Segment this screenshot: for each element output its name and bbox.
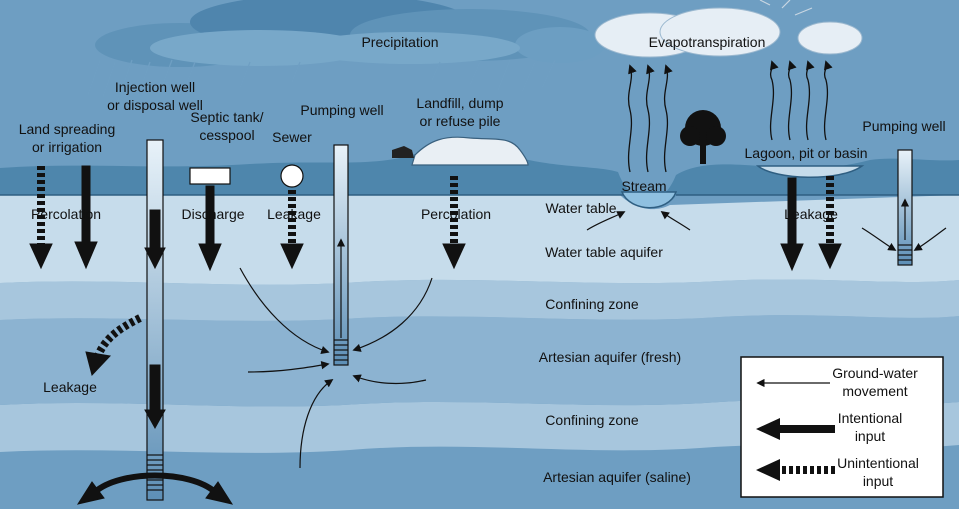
sewer-label: Sewer <box>272 129 312 145</box>
confining-zone-1-layer <box>0 279 959 321</box>
legend-groundwater-line1: Ground-water <box>832 365 918 381</box>
intentional-arrows <box>74 165 804 505</box>
leakage-injection-label: Leakage <box>43 379 97 395</box>
evapotranspiration-label: Evapotranspiration <box>649 34 766 50</box>
land-spreading-label-line1: Land spreading <box>19 121 116 137</box>
injection-arrow-upper <box>144 209 166 270</box>
landfill-mound <box>411 136 529 166</box>
discharge-label: Discharge <box>181 206 244 222</box>
rain-cloud <box>95 0 605 67</box>
precipitation-label: Precipitation <box>361 34 438 50</box>
leakage-lagoon-label: Leakage <box>784 206 838 222</box>
stream <box>620 191 678 209</box>
confining-zone-1-label: Confining zone <box>545 296 639 312</box>
injection-well-casing <box>146 139 164 501</box>
artesian-fresh-layer <box>0 315 959 407</box>
septic-tank-icon <box>189 167 231 185</box>
pumping-well-left-label: Pumping well <box>300 102 383 118</box>
legend-unintentional-line2: input <box>863 473 893 489</box>
legend-intentional-line1: Intentional <box>838 410 903 426</box>
legend-intentional-line2: input <box>855 428 885 444</box>
injection-arrow-lower <box>144 364 166 430</box>
septic-tank-label-line2: cesspool <box>199 127 254 143</box>
lagoon-label: Lagoon, pit or basin <box>745 145 868 161</box>
tree-icon <box>680 110 726 164</box>
injection-outflow-arc <box>93 472 217 495</box>
legend: Ground-water movement Intentional input … <box>740 356 944 498</box>
legend-unintentional-head <box>756 459 780 481</box>
stream-label: Stream <box>621 178 666 194</box>
artesian-fresh-label: Artesian aquifer (fresh) <box>539 349 681 365</box>
injection-well-label-line2: or disposal well <box>107 97 203 113</box>
artesian-saline-label: Artesian aquifer (saline) <box>543 469 691 485</box>
evapotranspiration-arrows <box>627 60 833 173</box>
labels: Precipitation Evapotranspiration Land sp… <box>19 34 946 485</box>
lagoon-leakage-solid-arrow <box>780 177 804 272</box>
pumping-well-right-screen <box>898 244 912 261</box>
irrigation-solid-arrow <box>74 165 98 270</box>
ground-surface <box>0 145 959 207</box>
water-table-aquifer-layer <box>0 195 959 285</box>
injection-well-label-line1: Injection well <box>115 79 195 95</box>
groundwater-flow-arrows <box>239 198 947 469</box>
injection-outflow-head-right <box>205 481 234 505</box>
confining-zone-2-label: Confining zone <box>545 412 639 428</box>
lagoon <box>755 165 865 178</box>
leakage-sewer-label: Leakage <box>267 206 321 222</box>
pumping-well-left-screen <box>334 339 348 361</box>
percolation-left-label: Percolation <box>31 206 101 222</box>
septic-discharge-arrow <box>198 185 222 272</box>
rain-streaks <box>87 59 556 101</box>
land-spreading-label-line2: or irrigation <box>32 139 102 155</box>
confining-zone-2-layer <box>0 400 959 453</box>
legend-unintentional-line1: Unintentional <box>837 455 919 471</box>
injection-outflow-head-left <box>76 481 105 505</box>
sun-rays <box>759 0 813 16</box>
percolation-landfill-label: Percolation <box>421 206 491 222</box>
pumping-well-right-label: Pumping well <box>862 118 945 134</box>
legend-groundwater-line2: movement <box>842 383 907 399</box>
landfill-label-line2: or refuse pile <box>420 113 501 129</box>
water-table-label: Water table <box>545 200 616 216</box>
septic-tank-label-line1: Septic tank/ <box>190 109 263 125</box>
bulldozer <box>392 146 414 158</box>
landfill-label-line1: Landfill, dump <box>416 95 503 111</box>
unintentional-arrows <box>29 166 842 376</box>
evapotranspiration-cloud <box>594 7 863 58</box>
sewer-pipe-icon <box>280 164 304 188</box>
legend-intentional-symbol <box>756 418 835 440</box>
water-table-aquifer-label: Water table aquifer <box>545 244 663 260</box>
